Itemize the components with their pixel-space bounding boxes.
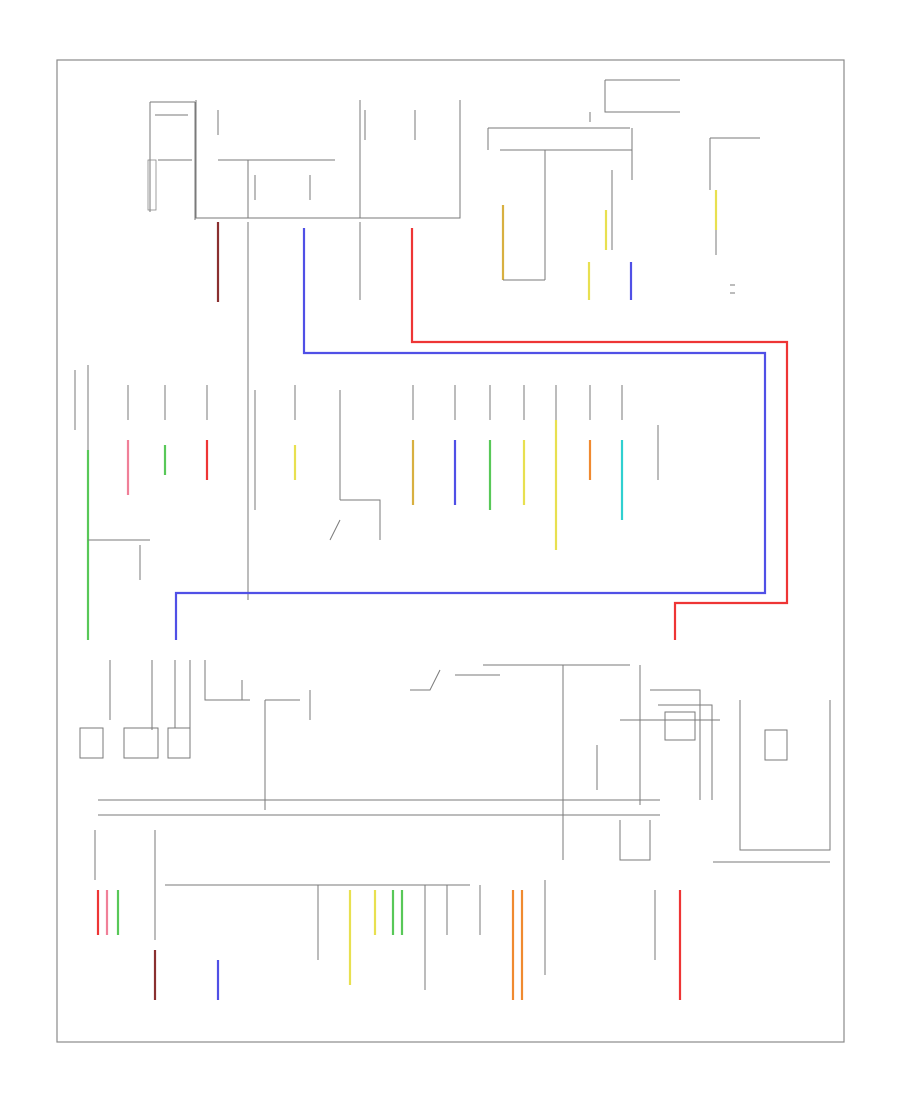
middle-fuse-row: [74, 365, 659, 640]
top-section: [147, 79, 789, 640]
diagram-frame: [56, 59, 845, 1043]
lower-section: [79, 284, 831, 1000]
